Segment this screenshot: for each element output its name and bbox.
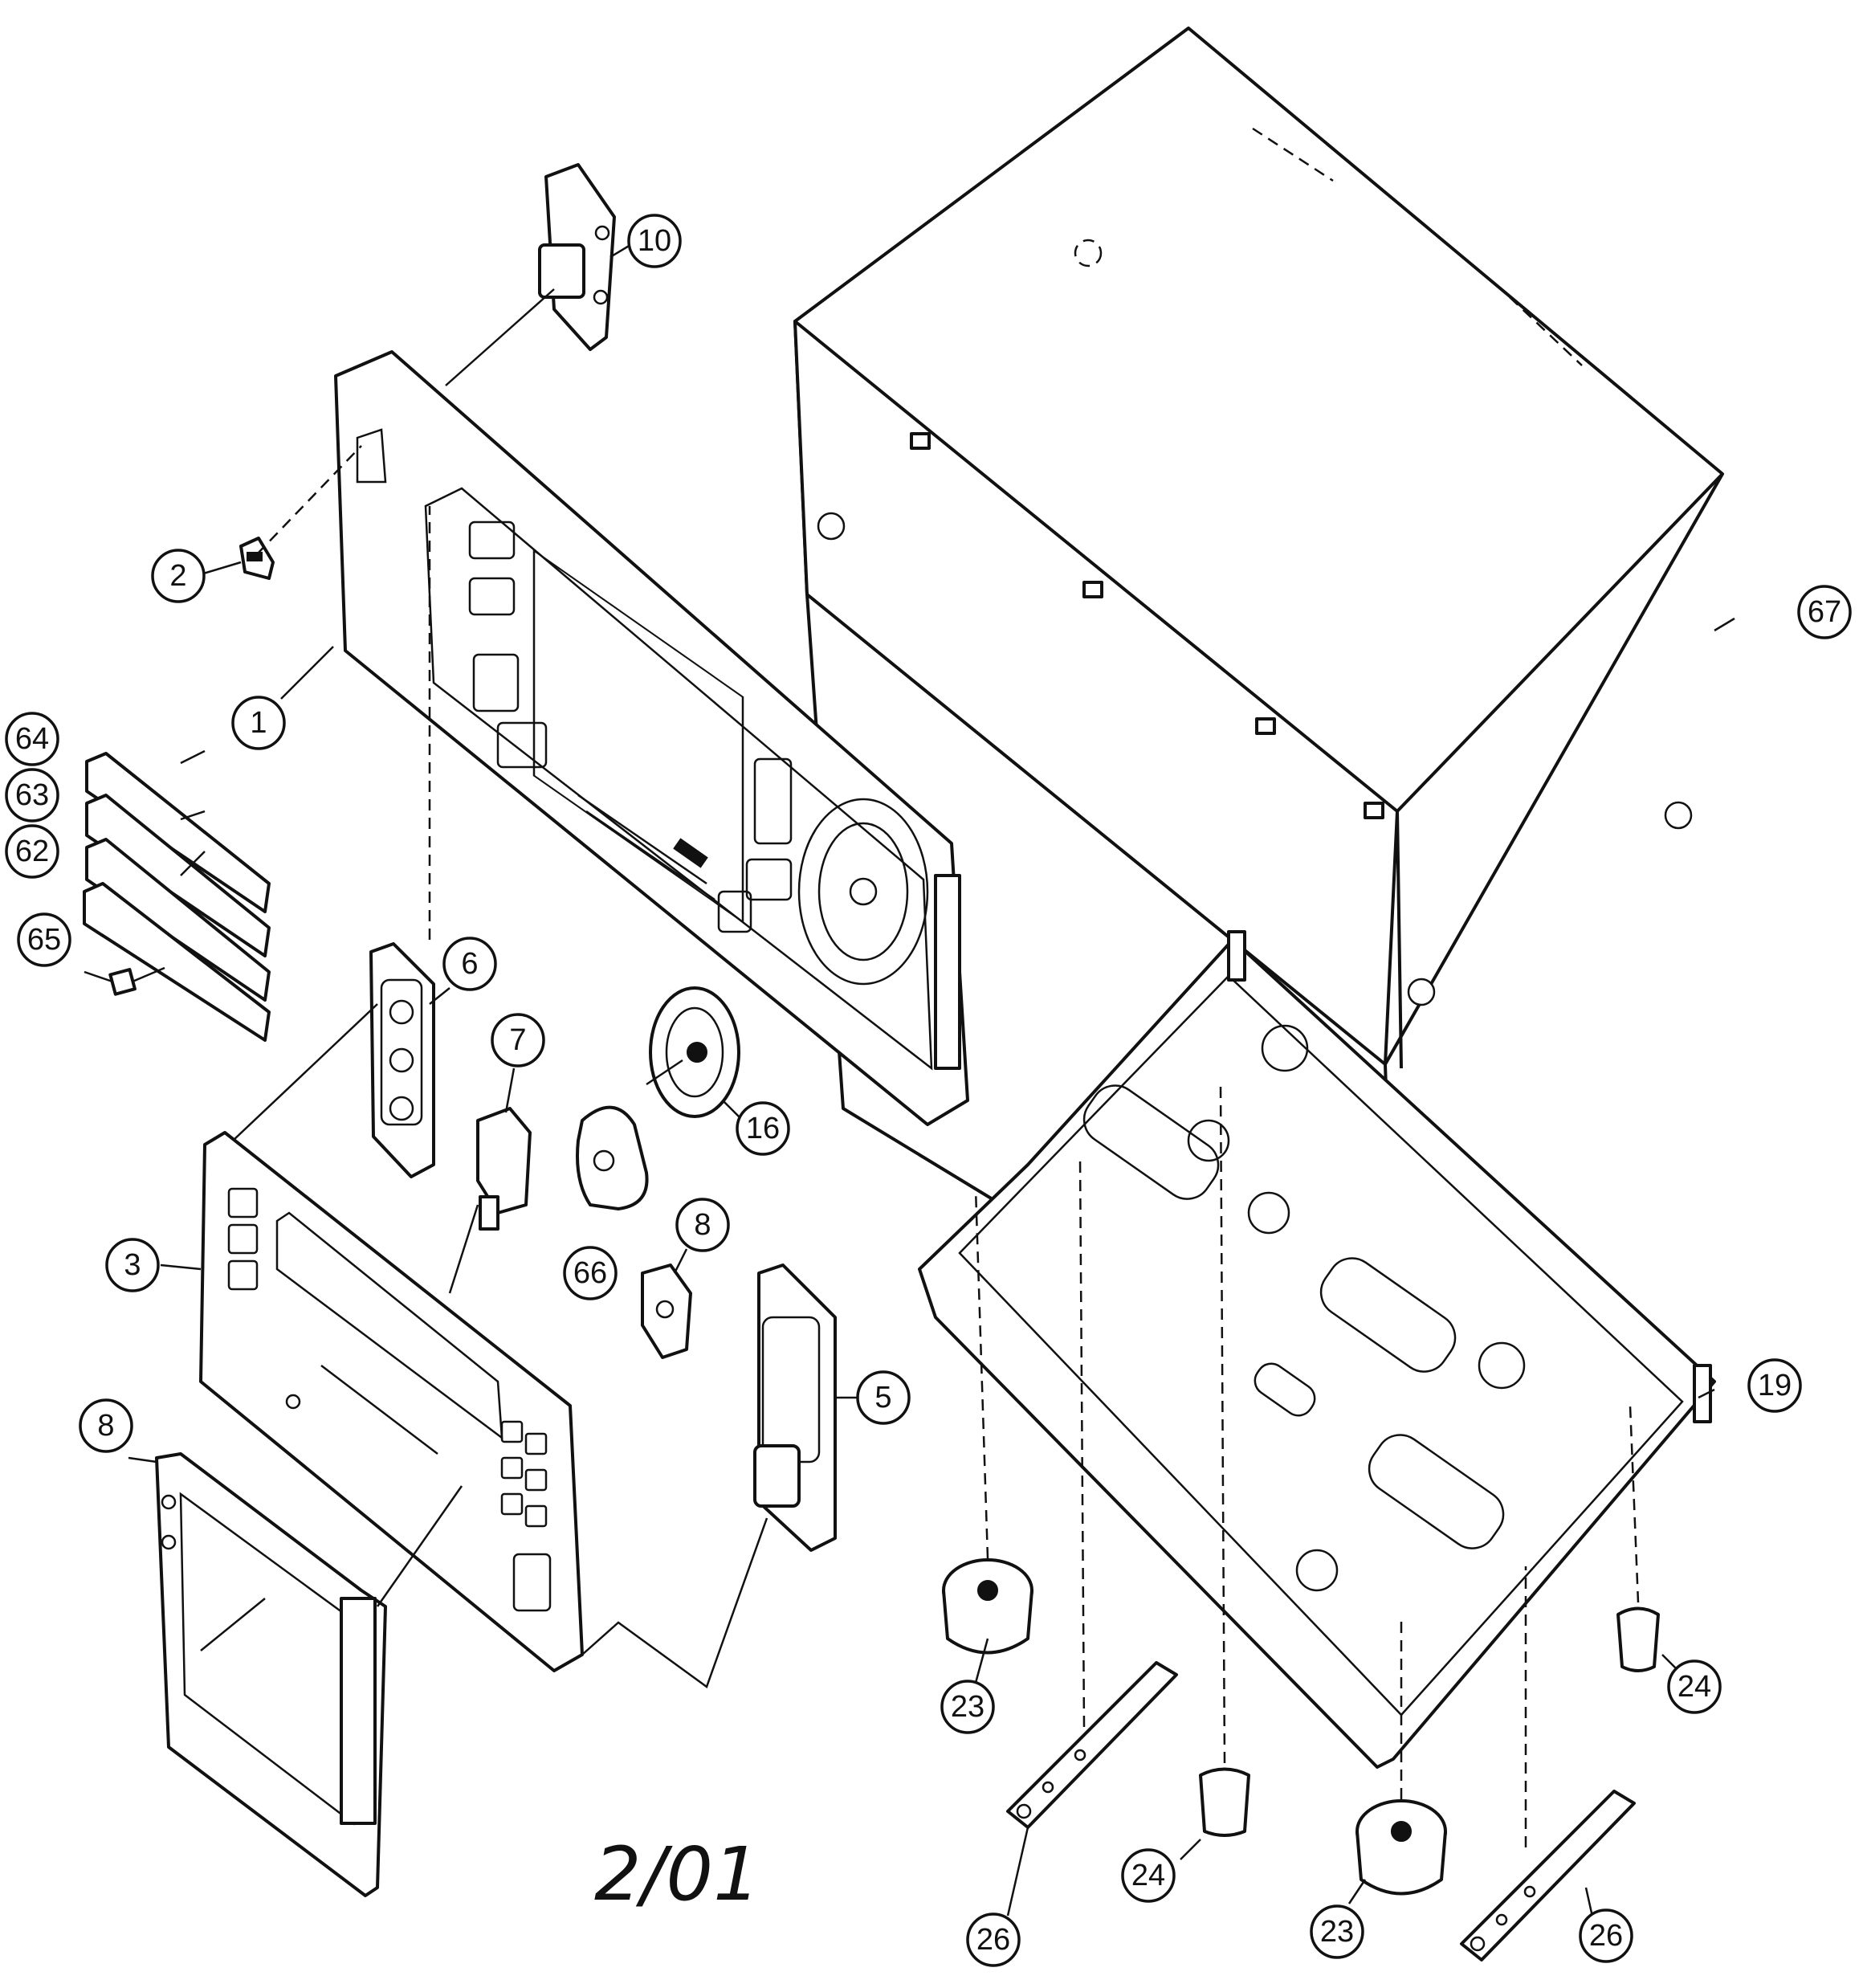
- callout-64-label: 64: [15, 722, 49, 756]
- part-16-knob-base: [649, 986, 740, 1118]
- callout-7-label: 8: [694, 1208, 711, 1242]
- part-26-rail-left: [1006, 1661, 1178, 1829]
- parts-62-63-64-slats: [83, 752, 271, 1042]
- callout-16-label: 16: [746, 1112, 780, 1145]
- callout-26-left: 26: [966, 1912, 1021, 1967]
- callout-23-right: 23: [1310, 1904, 1364, 1959]
- callout-64: 64: [5, 712, 59, 766]
- callout-66-label: 66: [573, 1256, 607, 1290]
- callout-1-label: 1: [250, 706, 267, 740]
- part-24-foot-right: [1616, 1606, 1660, 1672]
- callout-24-right-label: 24: [1678, 1670, 1711, 1704]
- callout-23-left-label: 23: [951, 1690, 984, 1724]
- callout-24-center: 24: [1121, 1848, 1176, 1903]
- callout-19-label: 19: [1758, 1369, 1792, 1402]
- callout-8-label: 8: [97, 1409, 114, 1443]
- callout-66: 66: [563, 1246, 618, 1300]
- callout-16: 16: [736, 1101, 790, 1156]
- part-26-rail-right: [1460, 1790, 1636, 1961]
- callout-24-right: 24: [1667, 1659, 1722, 1714]
- callout-62-label: 62: [15, 835, 49, 868]
- callout-6: 7: [491, 1013, 545, 1067]
- revision-label: 2/01: [594, 1831, 760, 1917]
- callout-6-label: 7: [509, 1023, 526, 1057]
- part-24-foot-center: [1199, 1767, 1250, 1837]
- callout-4: 6: [442, 937, 497, 991]
- part-19-chassis-base: [918, 930, 1716, 1769]
- callout-24-center-label: 24: [1131, 1859, 1165, 1892]
- part-1-front-panel: [334, 350, 969, 1126]
- callout-65: 65: [17, 912, 71, 967]
- callout-26-left-label: 26: [976, 1923, 1010, 1957]
- callout-23-right-label: 23: [1320, 1915, 1354, 1949]
- callout-67: 67: [1797, 585, 1852, 639]
- part-67-top-cover: [793, 27, 1724, 1439]
- part-4-circuit-board: [369, 942, 435, 1178]
- callout-3: 3: [105, 1238, 160, 1292]
- part-10-switch-bracket: [538, 163, 616, 351]
- callout-1: 1: [231, 696, 286, 750]
- callout-2: 2: [151, 549, 206, 603]
- callout-67-label: 67: [1808, 595, 1841, 629]
- part-7-switch: [641, 1263, 692, 1359]
- callout-62: 62: [5, 824, 59, 879]
- callout-10: 10: [627, 214, 682, 268]
- part-66-knob: [576, 1105, 649, 1210]
- callout-7: 8: [675, 1198, 730, 1252]
- part-6-switch: [476, 1107, 532, 1231]
- callout-63-label: 63: [15, 778, 49, 812]
- part-65-label: [108, 968, 137, 996]
- callout-5-label: 5: [874, 1381, 891, 1414]
- callout-3-label: 3: [124, 1248, 141, 1282]
- callout-10-label: 10: [638, 224, 671, 258]
- part-23-foot-left: [942, 1558, 1033, 1655]
- callout-26-right: 26: [1579, 1908, 1633, 1963]
- part-5-circuit-board: [753, 1263, 837, 1552]
- callout-63: 63: [5, 768, 59, 823]
- part-23-foot-right: [1355, 1799, 1447, 1896]
- leader-lines: [84, 243, 1735, 1925]
- part-2-clip: [239, 537, 275, 580]
- callout-19: 19: [1747, 1358, 1802, 1413]
- callout-26-right-label: 26: [1589, 1919, 1623, 1953]
- callout-5: 5: [856, 1370, 911, 1425]
- callout-2-label: 2: [169, 559, 186, 593]
- callout-8: 8: [79, 1398, 133, 1453]
- callout-23-left: 23: [940, 1680, 995, 1734]
- part-8-bracket: [155, 1452, 387, 1897]
- callout-4-label: 6: [461, 947, 478, 981]
- callout-65-label: 65: [27, 923, 61, 957]
